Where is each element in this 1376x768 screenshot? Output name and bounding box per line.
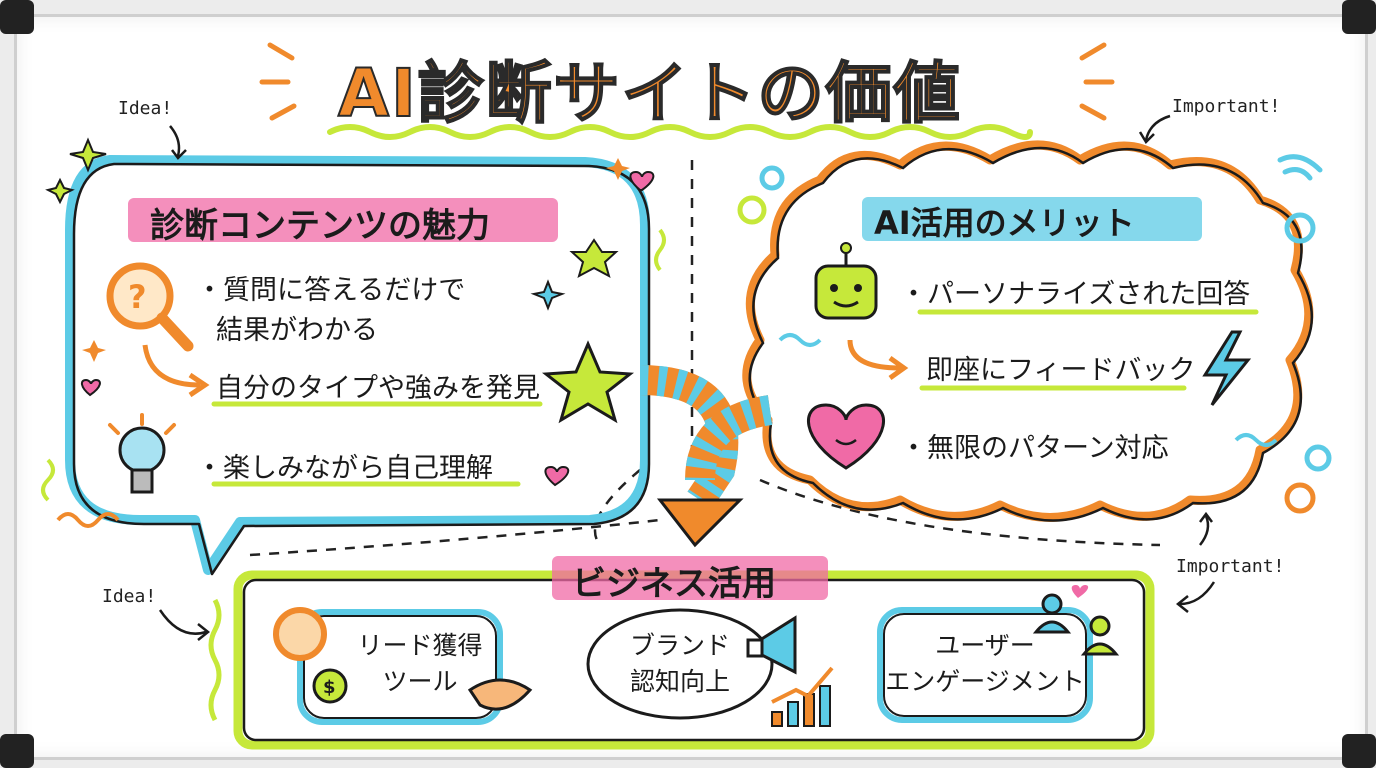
idea-note-bottom: Idea!: [102, 586, 157, 607]
star-icon: [541, 340, 635, 424]
svg-text:?: ?: [128, 278, 147, 316]
curve-arrow-icon: [847, 339, 901, 371]
left-heading-highlight: [128, 198, 558, 242]
board-corner: [1342, 0, 1376, 34]
left-bubble-outline: [65, 155, 650, 575]
wifi-icon: [1277, 154, 1323, 181]
left-item-1: ・質問に答えるだけで: [196, 275, 466, 306]
board-corner: [0, 0, 34, 34]
left-item-3: ・楽しみながら自己理解: [196, 453, 493, 484]
card-bubble: [877, 607, 1093, 723]
robot-icon: [814, 242, 878, 320]
lightning-icon: [1202, 330, 1252, 406]
gear-icons: [737, 165, 1332, 514]
left-item-2: 自分のタイプや強みを発見: [216, 373, 540, 404]
important-note-bottom: Important!: [1176, 556, 1285, 577]
card-line: ユーザー: [935, 631, 1035, 660]
coin-icon: [312, 668, 348, 704]
bar-chart-icon: [771, 666, 834, 727]
megaphone-icon: [746, 615, 797, 675]
note-arrows: [158, 114, 1216, 641]
board-corner: [1342, 734, 1376, 768]
left-item-1-cont: 結果がわかる: [216, 315, 378, 346]
right-heading-highlight: [862, 197, 1202, 241]
right-item-2: 即座にフィードバック: [926, 355, 1196, 386]
card-line: リード獲得: [357, 631, 483, 660]
card-line: ツール: [382, 667, 458, 696]
card-user-engagement: ユーザー エンゲージメント: [880, 628, 1090, 700]
page-title: AI診断サイトの価値: [337, 54, 962, 133]
left-panel-heading: 診断コンテンツの魅力: [150, 206, 490, 246]
curve-arrow-icon: [142, 344, 201, 388]
board-corner: [0, 734, 34, 768]
gear-icon: [273, 607, 327, 661]
decor-doodles: [41, 137, 1278, 528]
card-brand-awareness: ブランド 認知向上: [610, 628, 750, 700]
right-panel-heading: AI活用のメリット: [874, 204, 1135, 242]
card-lead-generation: リード獲得 ツール: [330, 628, 510, 700]
title-underline: [327, 124, 1033, 140]
card-line: エンゲージメント: [885, 667, 1085, 696]
card-bubble: [586, 608, 774, 720]
right-item-1: ・パーソナライズされた回答: [900, 279, 1251, 310]
magnifier-question-icon: ?: [106, 262, 194, 352]
item-underlines: [211, 309, 1259, 487]
bottom-heading-highlight: [552, 556, 828, 600]
bottom-panel-heading: ビジネス活用: [572, 564, 776, 604]
idea-note-top: Idea!: [118, 98, 173, 119]
flow-arrow: [639, 365, 773, 548]
card-line: 認知向上: [629, 667, 730, 696]
title-sparks: [259, 42, 1115, 121]
heart-face-icon: [807, 403, 885, 470]
users-icon: [1032, 585, 1120, 656]
lightbulb-icon: [108, 413, 176, 494]
card-bubble: [297, 609, 503, 725]
svg-text:$: $: [323, 677, 336, 698]
important-note-top: Important!: [1172, 96, 1281, 117]
handshake-icon: [467, 678, 533, 711]
right-item-3: ・無限のパターン対応: [900, 433, 1169, 464]
card-line: ブランド: [629, 631, 730, 660]
